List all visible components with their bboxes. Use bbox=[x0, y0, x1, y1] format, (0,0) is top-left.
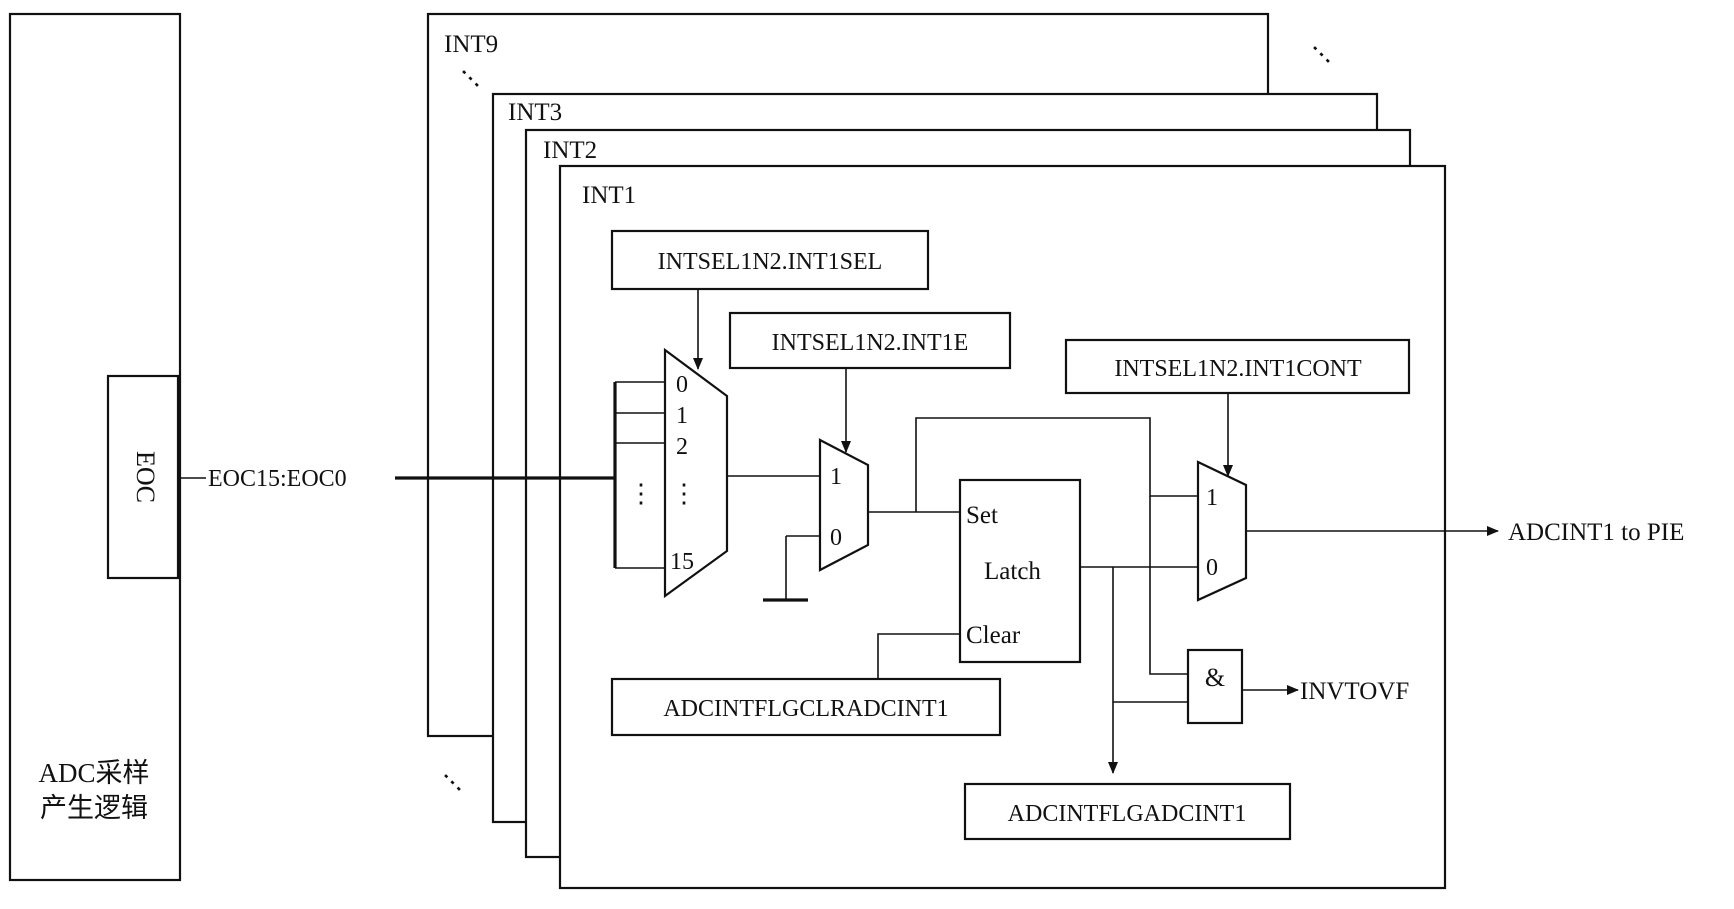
latch-clear-label: Clear bbox=[966, 622, 1021, 649]
ovf-output-label: INVTOVF bbox=[1300, 678, 1409, 705]
adc-logic-label-line1: ADC采样 bbox=[38, 758, 149, 788]
eoc-block bbox=[106, 374, 180, 580]
direct-path-wire bbox=[915, 417, 1198, 512]
mux16-in-15: 15 bbox=[670, 549, 694, 575]
mux-enable bbox=[818, 438, 870, 572]
flg-register bbox=[963, 782, 1292, 841]
mux16-in-dots: ⋮ bbox=[671, 479, 697, 508]
adc-logic-label-line2: 产生逻辑 bbox=[40, 793, 148, 823]
int1sel-register bbox=[610, 229, 930, 291]
and-input-direct-wire bbox=[1149, 496, 1188, 675]
latch-clear-wire bbox=[877, 633, 960, 679]
frame-int2-label: INT2 bbox=[543, 137, 597, 164]
mux-cont bbox=[1196, 460, 1248, 602]
and-gate bbox=[1186, 648, 1244, 725]
ellipsis-mark-bottom-left: ⋮ bbox=[433, 763, 472, 802]
int1e-register bbox=[728, 311, 1012, 370]
frame-int1-label: INT1 bbox=[582, 182, 636, 209]
frame-int9-label: INT9 bbox=[444, 31, 498, 58]
frame-int3-label: INT3 bbox=[508, 99, 562, 126]
clr-register-label: ADCINTFLGCLRADCINT1 bbox=[663, 696, 948, 722]
adcint-output-label: ADCINT1 to PIE bbox=[1508, 519, 1684, 546]
flg-register-label: ADCINTFLGADCINT1 bbox=[1008, 801, 1247, 827]
mux-cont-in-1: 1 bbox=[1206, 485, 1218, 511]
latch-block bbox=[958, 478, 1082, 664]
mux-16-to-1 bbox=[663, 347, 729, 599]
mux16-in-0: 0 bbox=[676, 372, 688, 398]
bus-label: EOC15:EOC0 bbox=[208, 466, 347, 492]
int1e-register-label: INTSEL1N2.INT1E bbox=[772, 330, 969, 356]
mux-cont-in-0: 0 bbox=[1206, 555, 1218, 581]
mux16-in-2: 2 bbox=[676, 434, 688, 460]
and-gate-label: & bbox=[1205, 663, 1225, 692]
int1sel-register-label: INTSEL1N2.INT1SEL bbox=[658, 249, 883, 275]
int1cont-register bbox=[1064, 338, 1411, 395]
mux16-in-1: 1 bbox=[676, 403, 688, 429]
ellipsis-mark-top-right: ⋮ bbox=[1302, 35, 1341, 74]
bus-fanout-dots: ⋮ bbox=[628, 479, 654, 508]
int1cont-register-label: INTSEL1N2.INT1CONT bbox=[1114, 356, 1362, 382]
clr-register bbox=[610, 677, 1002, 737]
latch-set-label: Set bbox=[966, 502, 998, 529]
latch-name-label: Latch bbox=[984, 558, 1041, 585]
eoc-label: EOC bbox=[131, 451, 160, 503]
mux-enable-in-0: 0 bbox=[830, 525, 842, 551]
mux-enable-in-1: 1 bbox=[830, 464, 842, 490]
